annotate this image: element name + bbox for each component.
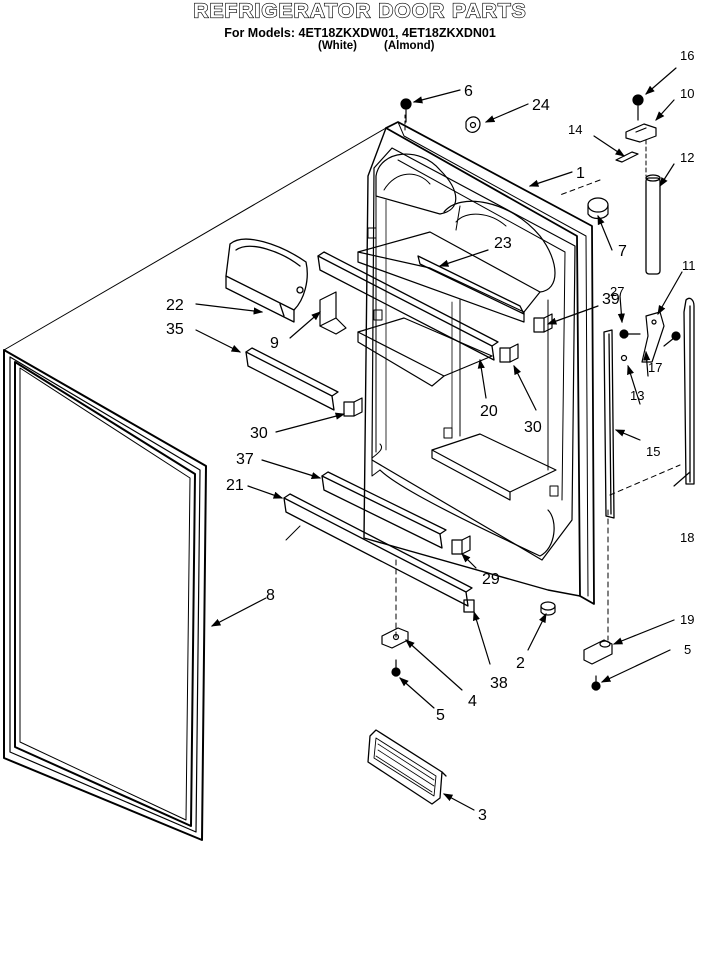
callout-5-right: 5 <box>684 642 691 657</box>
bracket-part-9 <box>319 291 347 335</box>
callout-27: 27 <box>610 284 624 299</box>
hinge-bracket <box>619 311 681 363</box>
callout-35: 35 <box>166 321 184 338</box>
callout-37: 37 <box>236 451 254 468</box>
callout-13: 13 <box>630 388 644 403</box>
callout-14: 14 <box>568 122 582 137</box>
variant-white: (White) <box>318 40 357 52</box>
handle-strip <box>603 329 615 519</box>
callout-30-left: 30 <box>250 425 268 442</box>
callout-7: 7 <box>618 243 627 260</box>
callout-18: 18 <box>680 530 694 545</box>
door-liner <box>357 121 595 605</box>
door-gasket <box>3 349 207 841</box>
callout-38: 38 <box>490 675 508 692</box>
callout-9: 9 <box>270 335 279 352</box>
trim-part-18 <box>683 297 695 485</box>
callout-3: 3 <box>478 807 487 824</box>
callout-8: 8 <box>266 587 275 604</box>
callout-6: 6 <box>464 83 473 100</box>
diagram-title: REFRIGERATOR DOOR PARTS <box>193 0 527 23</box>
callout-17: 17 <box>648 360 662 375</box>
callout-21: 21 <box>226 477 244 494</box>
shelf-clips <box>343 313 553 555</box>
knob-part-24 <box>465 116 481 133</box>
callout-23: 23 <box>494 235 512 252</box>
callout-numbers: 1 2 3 4 5 5 6 7 8 9 10 11 12 13 14 15 16… <box>166 48 696 824</box>
cam-part-4 <box>381 627 409 649</box>
callout-20: 20 <box>480 403 498 420</box>
screw-part-5-right <box>591 675 601 691</box>
screw-part-5-left <box>391 659 401 677</box>
variant-almond: (Almond) <box>384 40 435 52</box>
callout-30-right: 30 <box>524 419 542 436</box>
callout-39: 39 <box>602 291 620 308</box>
bushing-part-2 <box>540 601 556 616</box>
callout-1: 1 <box>576 165 585 182</box>
toe-grille-part-3 <box>367 729 447 805</box>
callout-19: 19 <box>680 612 694 627</box>
callout-2: 2 <box>516 655 525 672</box>
dairy-door-cover <box>225 238 308 323</box>
model-numbers: For Models: 4ET18ZKXDW01, 4ET18ZKXDN01 <box>224 26 496 40</box>
tube-part-12 <box>645 174 661 275</box>
callout-4: 4 <box>468 693 477 710</box>
callout-15: 15 <box>646 444 660 459</box>
alignment-lines <box>3 111 681 641</box>
leader-lines <box>195 67 691 811</box>
shelf-rails <box>245 251 525 613</box>
callout-24: 24 <box>532 97 550 114</box>
callout-16: 16 <box>680 48 694 63</box>
callout-22: 22 <box>166 297 184 314</box>
bottom-hinge-part-19 <box>583 639 613 665</box>
callout-10: 10 <box>680 86 694 101</box>
callout-11: 11 <box>682 258 696 273</box>
callout-5-left: 5 <box>436 707 445 724</box>
callout-12: 12 <box>680 150 694 165</box>
screw-part-6 <box>400 98 412 123</box>
callout-29: 29 <box>482 571 500 588</box>
top-hinge-assembly <box>615 94 657 163</box>
